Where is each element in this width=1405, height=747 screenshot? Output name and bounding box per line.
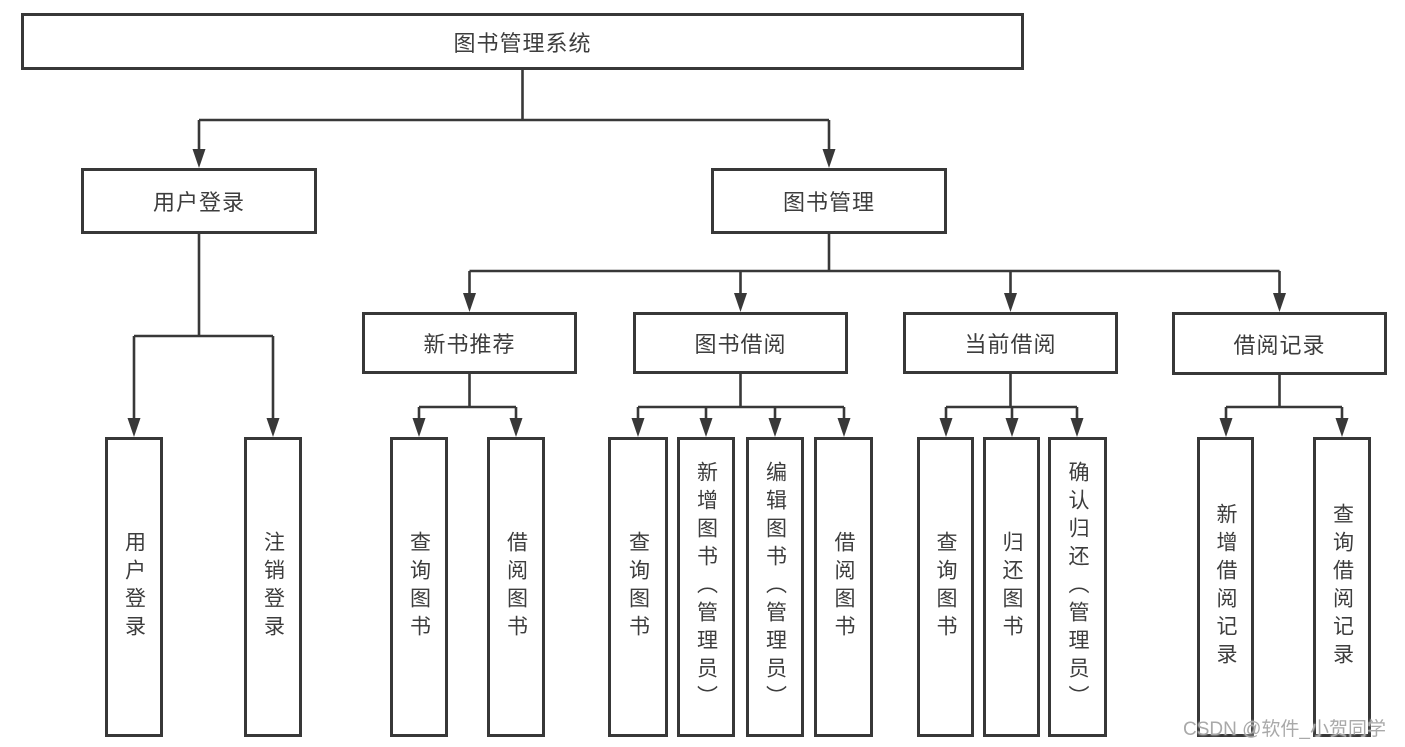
node-user-login: 用户登录 (81, 168, 317, 234)
leaf-query-book-current-label: 查询图书 (934, 531, 957, 643)
leaf-add-borrow-record: 新增借阅记录 (1197, 437, 1254, 737)
node-book-management: 图书管理 (711, 168, 947, 234)
node-current-borrow-label: 当前借阅 (964, 332, 1057, 357)
node-borrow-record-label: 借阅记录 (1233, 332, 1326, 358)
leaf-edit-book-admin-label: 编辑图书（管理员） (763, 461, 787, 713)
node-book-borrow-label: 图书借阅 (694, 332, 787, 357)
arrowheads (127, 149, 1349, 437)
node-user-login-label: 用户登录 (152, 190, 245, 215)
leaf-borrow-book-recommend-label: 借阅图书 (504, 531, 528, 643)
leaf-borrow-book: 借阅图书 (814, 437, 873, 737)
leaf-query-book-borrow: 查询图书 (608, 437, 668, 737)
leaf-borrow-book-recommend: 借阅图书 (487, 437, 545, 737)
node-book-management-label: 图书管理 (782, 190, 875, 215)
leaf-query-book-borrow-label: 查询图书 (626, 531, 650, 643)
leaf-logout: 注销登录 (244, 437, 302, 737)
node-book-borrow: 图书借阅 (633, 312, 848, 374)
node-current-borrow: 当前借阅 (903, 312, 1118, 374)
node-new-book-recommend-label: 新书推荐 (423, 332, 516, 357)
leaf-add-book-admin-label: 新增图书（管理员） (694, 461, 718, 713)
leaf-query-borrow-record: 查询借阅记录 (1313, 437, 1371, 737)
node-library-system: 图书管理系统 (21, 13, 1024, 70)
leaf-return-book: 归还图书 (983, 437, 1040, 737)
node-borrow-record: 借阅记录 (1172, 312, 1387, 375)
leaf-edit-book-admin: 编辑图书（管理员） (746, 437, 804, 737)
leaf-query-book-current: 查询图书 (917, 437, 974, 737)
leaf-user-login-label: 用户登录 (122, 531, 146, 643)
leaf-confirm-return-admin-label: 确认归还（管理员） (1066, 461, 1089, 713)
node-new-book-recommend: 新书推荐 (362, 312, 577, 374)
leaf-return-book-label: 归还图书 (1000, 531, 1023, 643)
leaf-borrow-book-label: 借阅图书 (832, 531, 855, 643)
node-library-system-label: 图书管理系统 (453, 30, 592, 56)
leaf-user-login: 用户登录 (105, 437, 163, 737)
watermark: CSDN @软件_小贺同学 (1183, 719, 1386, 740)
leaf-add-book-admin: 新增图书（管理员） (677, 437, 735, 737)
leaf-query-book-recommend-label: 查询图书 (407, 531, 431, 643)
leaf-add-borrow-record-label: 新增借阅记录 (1214, 503, 1237, 671)
leaf-logout-label: 注销登录 (261, 531, 285, 643)
leaf-query-borrow-record-label: 查询借阅记录 (1330, 503, 1354, 671)
leaf-query-book-recommend: 查询图书 (390, 437, 448, 737)
leaf-confirm-return-admin: 确认归还（管理员） (1048, 437, 1107, 737)
